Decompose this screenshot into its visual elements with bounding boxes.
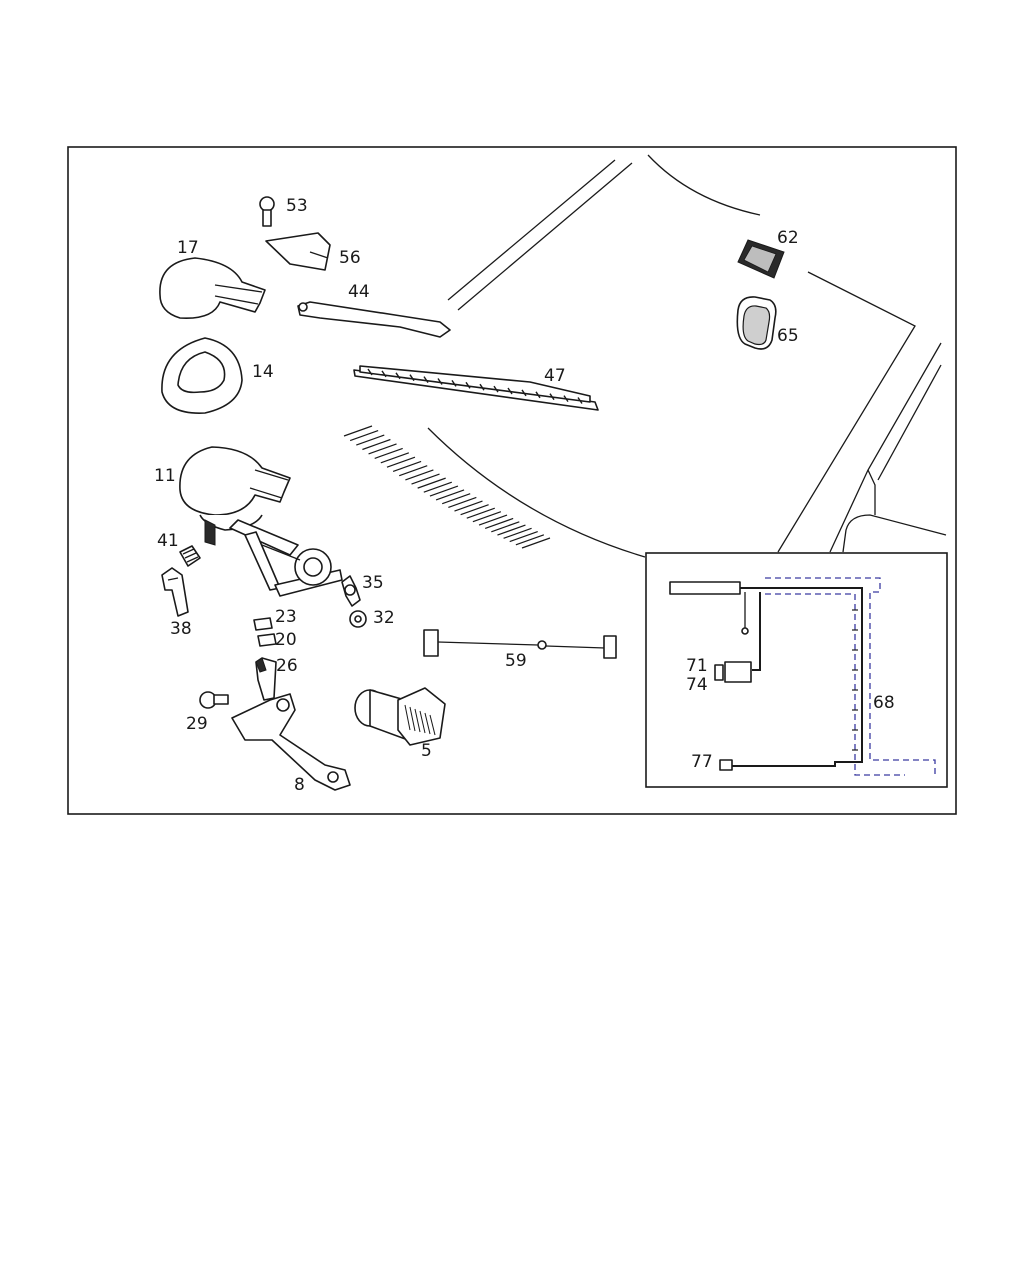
callout-77: 77 bbox=[691, 752, 713, 772]
callout-8: 8 bbox=[294, 775, 305, 795]
wiper-blade-47 bbox=[353, 365, 599, 411]
wiper-arm-44 bbox=[297, 301, 451, 338]
bracket-38 bbox=[161, 567, 189, 617]
wiper-cover-17 bbox=[159, 257, 266, 319]
callout-41: 41 bbox=[157, 531, 179, 551]
callout-35: 35 bbox=[362, 573, 384, 593]
callout-56: 56 bbox=[339, 248, 361, 268]
ball-joint-35 bbox=[341, 575, 361, 607]
bracket-26 bbox=[255, 657, 277, 701]
rain-sensor-62 bbox=[737, 239, 785, 279]
linkage-rod-8 bbox=[231, 693, 351, 791]
callout-47: 47 bbox=[544, 366, 566, 386]
bolt-53 bbox=[259, 196, 275, 227]
callout-17: 17 bbox=[177, 238, 199, 258]
callout-5: 5 bbox=[421, 741, 432, 761]
callout-59: 59 bbox=[505, 651, 527, 671]
callout-11: 11 bbox=[154, 466, 176, 486]
sensor-cover-65 bbox=[736, 296, 777, 350]
clip-23 bbox=[253, 617, 273, 631]
windshield-outline bbox=[427, 154, 947, 558]
cable-59 bbox=[423, 629, 617, 659]
clip-20 bbox=[257, 633, 277, 647]
callout-14: 14 bbox=[252, 362, 274, 382]
grommet-41 bbox=[179, 545, 201, 567]
callout-62: 62 bbox=[777, 228, 799, 248]
bolt-29 bbox=[199, 691, 229, 709]
callout-74: 74 bbox=[686, 675, 708, 695]
wiper-linkage-assembly-11 bbox=[179, 446, 343, 597]
wiper-motor-5 bbox=[354, 687, 446, 746]
callout-38: 38 bbox=[170, 619, 192, 639]
callout-65: 65 bbox=[777, 326, 799, 346]
callout-26: 26 bbox=[276, 656, 298, 676]
callout-68: 68 bbox=[873, 693, 895, 713]
nut-32 bbox=[349, 610, 367, 628]
callout-44: 44 bbox=[348, 282, 370, 302]
callout-32: 32 bbox=[373, 608, 395, 628]
callout-53: 53 bbox=[286, 196, 308, 216]
wiper-cover-14 bbox=[161, 337, 243, 414]
cowl-vent-hatching bbox=[343, 425, 551, 549]
callout-29: 29 bbox=[186, 714, 208, 734]
wiring-inset bbox=[645, 552, 948, 788]
cover-cap-56 bbox=[265, 232, 331, 271]
callout-23: 23 bbox=[275, 607, 297, 627]
callout-71: 71 bbox=[686, 656, 708, 676]
callout-20: 20 bbox=[275, 630, 297, 650]
